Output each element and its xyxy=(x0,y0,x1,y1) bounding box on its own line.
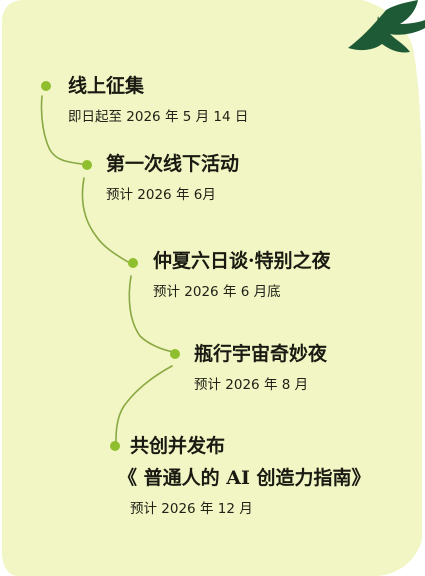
timeline-item-date: 预计 2026 年 8 月 xyxy=(194,377,309,393)
timeline-dot xyxy=(41,81,51,91)
leaf-sprig-icon xyxy=(348,0,425,53)
timeline-item-date: 预计 2026 年 6月 xyxy=(106,187,216,203)
timeline-item-title: 线上征集 xyxy=(68,75,145,97)
timeline-item: 线上征集 即日起至 2026 年 5 月 14 日 xyxy=(68,73,248,127)
timeline-item-date: 预计 2026 年 6 月底 xyxy=(153,284,281,300)
timeline-item-title: 共创并发布 xyxy=(130,435,226,457)
timeline-item: 仲夏六日谈·特别之夜 预计 2026 年 6 月底 xyxy=(153,248,331,302)
timeline-connectors xyxy=(40,95,175,443)
timeline-dot xyxy=(128,258,138,268)
timeline-item-title: 瓶行宇宙奇妙夜 xyxy=(194,343,328,365)
timeline-item-date: 预计 2026 年 12 月 xyxy=(130,501,253,517)
timeline-item-date: 即日起至 2026 年 5 月 14 日 xyxy=(68,109,249,125)
timeline-item-title: 仲夏六日谈·特别之夜 xyxy=(153,250,331,272)
timeline-item: 第一次线下活动 预计 2026 年 6月 xyxy=(106,151,239,205)
timeline-dot xyxy=(170,349,180,359)
timeline-dot xyxy=(82,160,92,170)
timeline-item-title-line2: 《 普通人的 AI 创造力指南》 xyxy=(118,467,371,489)
timeline-item-title: 第一次线下活动 xyxy=(106,153,240,175)
timeline-dot xyxy=(110,441,120,451)
timeline-item: 瓶行宇宙奇妙夜 预计 2026 年 8 月 xyxy=(194,341,327,395)
timeline-item: 共创并发布 《 普通人的 AI 创造力指南》 预计 2026 年 12 月 xyxy=(118,433,370,519)
